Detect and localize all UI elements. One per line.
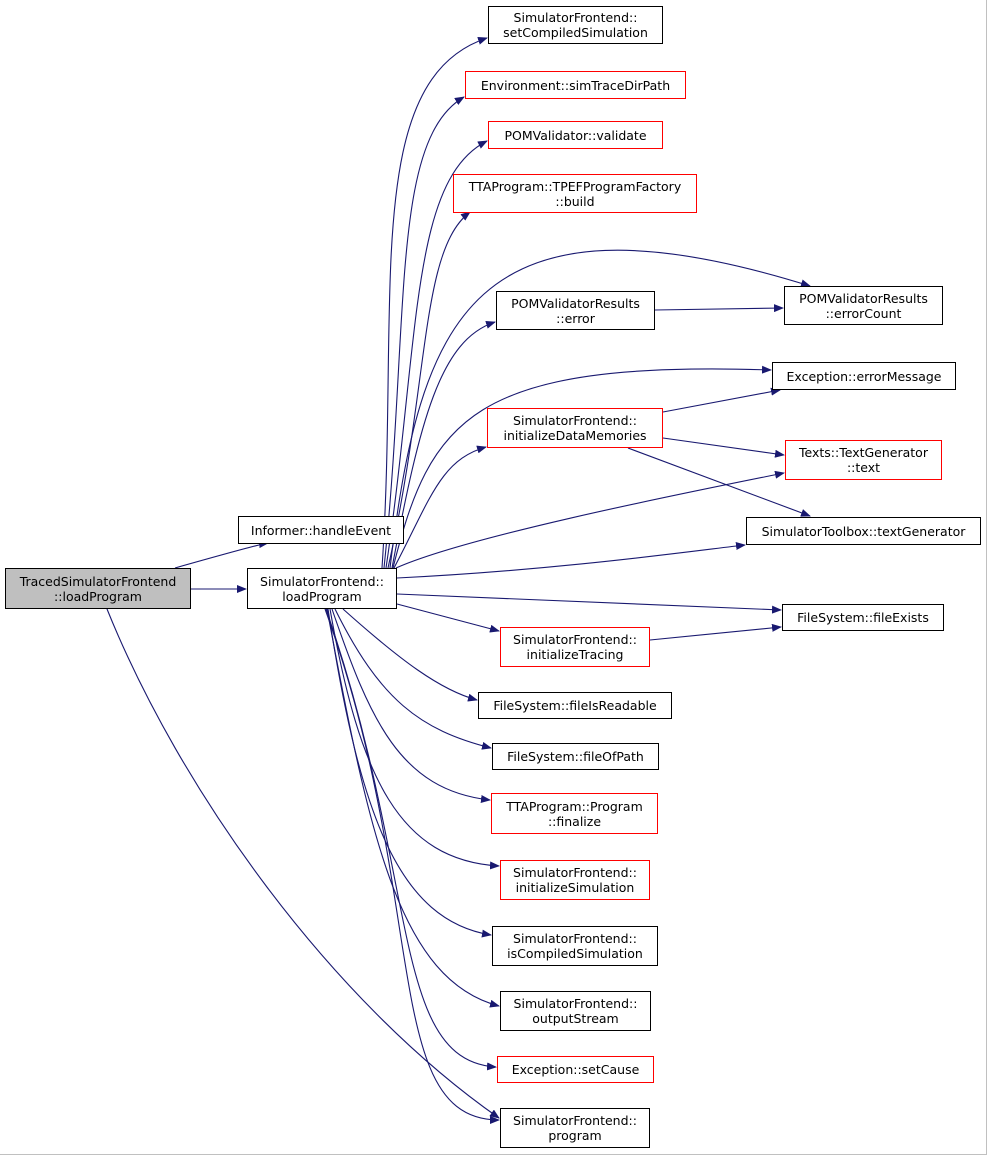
node-label-line: SimulatorFrontend:: (513, 931, 637, 946)
edge-loadProgram-to-isCompiled (327, 608, 492, 938)
edge-initData-to-errorMessage (662, 387, 781, 413)
node-label-line: Texts::TextGenerator (799, 445, 928, 460)
node-error-count[interactable]: POMValidatorResults::errorCount (784, 286, 943, 325)
node-label-line: FileSystem::fileOfPath (507, 749, 644, 764)
node-error-message[interactable]: Exception::errorMessage (772, 362, 956, 390)
edge-loadProgram-to-finalize (331, 608, 491, 803)
edge-loadProgram-to-fileOfPath (334, 608, 492, 750)
node-label-line: loadProgram (282, 588, 362, 604)
node-label-line: initializeSimulation (515, 880, 635, 895)
node-label-line: SimulatorFrontend:: (513, 632, 637, 647)
node-load-program[interactable]: SimulatorFrontend::loadProgram (247, 568, 397, 609)
edge-pvrError-to-errorCount (654, 304, 784, 313)
edge-traced-to-handleEvent (174, 540, 269, 569)
edge-loadProgram-to-errorCount (389, 249, 811, 569)
node-label-line: ::build (555, 193, 595, 209)
node-label-line: ::text (846, 460, 881, 475)
node-label-line: ::loadProgram (54, 588, 142, 604)
node-handle-event[interactable]: Informer::handleEvent (238, 516, 404, 544)
node-label-line: TTAProgram::Program (506, 798, 643, 814)
node-sim-trace[interactable]: Environment::simTraceDirPath (465, 71, 686, 99)
node-is-compiled[interactable]: SimulatorFrontend::isCompiledSimulation (492, 926, 658, 966)
node-label-line: isCompiledSimulation (507, 946, 643, 961)
node-label-line: ::error (556, 310, 595, 326)
edge-loadProgram-to-outputStream (326, 608, 500, 1008)
node-pvr-error[interactable]: POMValidatorResults::error (496, 291, 655, 330)
node-label-line: SimulatorToolbox::textGenerator (761, 523, 966, 539)
edge-loadProgram-to-program (324, 608, 500, 1124)
node-file-exists[interactable]: FileSystem::fileExists (782, 604, 944, 631)
node-label-line: TracedSimulatorFrontend (19, 573, 177, 589)
edge-loadProgram-to-build (387, 211, 471, 569)
edge-loadProgram-to-readable (342, 608, 478, 702)
node-init-data[interactable]: SimulatorFrontend::initializeDataMemorie… (487, 408, 663, 448)
node-label-line: TTAProgram::TPEFProgramFactory (468, 178, 682, 194)
node-label-line: SimulatorFrontend:: (513, 413, 637, 428)
node-label-line: Environment::simTraceDirPath (480, 77, 671, 93)
node-label-line: setCompiledSimulation (503, 25, 648, 40)
node-label-line: program (548, 1128, 602, 1143)
node-label-line: FileSystem::fileExists (797, 610, 929, 625)
node-label-line: initializeTracing (526, 647, 624, 662)
node-label-line: SimulatorFrontend:: (513, 1113, 637, 1128)
node-build[interactable]: TTAProgram::TPEFProgramFactory::build (453, 174, 697, 213)
node-file-of-path[interactable]: FileSystem::fileOfPath (492, 743, 659, 770)
node-program[interactable]: SimulatorFrontend::program (500, 1108, 650, 1148)
edge-initData-to-text (662, 437, 785, 458)
node-output-stream[interactable]: SimulatorFrontend::outputStream (500, 991, 651, 1031)
edge-loadProgram-to-pvrError (391, 321, 496, 569)
edge-initData-to-textGen (627, 447, 811, 517)
edge-initTracing-to-fileExists (649, 623, 782, 641)
edge-loadProgram-to-setCompiled (381, 37, 488, 569)
node-init-tracing[interactable]: SimulatorFrontend::initializeTracing (500, 627, 650, 667)
node-label-line: POMValidatorResults (799, 290, 928, 306)
node-label-line: SimulatorFrontend:: (513, 996, 638, 1011)
edge-loadProgram-to-initData (393, 445, 487, 569)
edge-loadProgram-to-initTracing (396, 603, 500, 633)
node-traced[interactable]: TracedSimulatorFrontend::loadProgram (5, 568, 191, 609)
edge-loadProgram-to-validate (385, 140, 488, 569)
edge-loadProgram-to-initSim (329, 608, 500, 870)
edge-traced-to-program (106, 608, 500, 1119)
edge-loadProgram-to-text (395, 470, 785, 569)
node-label-line: POMValidator::validate (504, 127, 647, 143)
node-label-line: Exception::errorMessage (786, 368, 942, 384)
node-validate[interactable]: POMValidator::validate (488, 121, 663, 149)
edge-loadProgram-to-fileExists (396, 593, 782, 614)
node-text[interactable]: Texts::TextGenerator::text (785, 440, 942, 480)
node-set-compiled[interactable]: SimulatorFrontend::setCompiledSimulation (488, 6, 663, 44)
node-label-line: SimulatorFrontend:: (260, 573, 384, 589)
node-finalize[interactable]: TTAProgram::Program::finalize (491, 793, 658, 834)
node-init-sim[interactable]: SimulatorFrontend::initializeSimulation (500, 860, 650, 900)
node-label-line: Exception::setCause (511, 1062, 640, 1077)
node-label-line: outputStream (532, 1011, 619, 1026)
node-label-line: FileSystem::fileIsReadable (493, 698, 657, 713)
node-readable[interactable]: FileSystem::fileIsReadable (478, 692, 672, 719)
node-label-line: ::finalize (547, 813, 602, 829)
node-text-gen[interactable]: SimulatorToolbox::textGenerator (746, 517, 981, 545)
node-label-line: SimulatorFrontend:: (513, 865, 637, 880)
edge-loadProgram-to-simTrace (383, 96, 465, 569)
edge-loadProgram-to-errorMessage (392, 365, 772, 569)
node-label-line: SimulatorFrontend:: (513, 10, 638, 25)
edge-loadProgram-to-textGen (396, 542, 746, 579)
node-set-cause[interactable]: Exception::setCause (497, 1056, 654, 1083)
node-label-line: Informer::handleEvent (250, 522, 392, 538)
node-label-line: POMValidatorResults (511, 295, 640, 311)
node-label-line: initializeDataMemories (503, 428, 647, 443)
node-label-line: ::errorCount (825, 305, 902, 321)
